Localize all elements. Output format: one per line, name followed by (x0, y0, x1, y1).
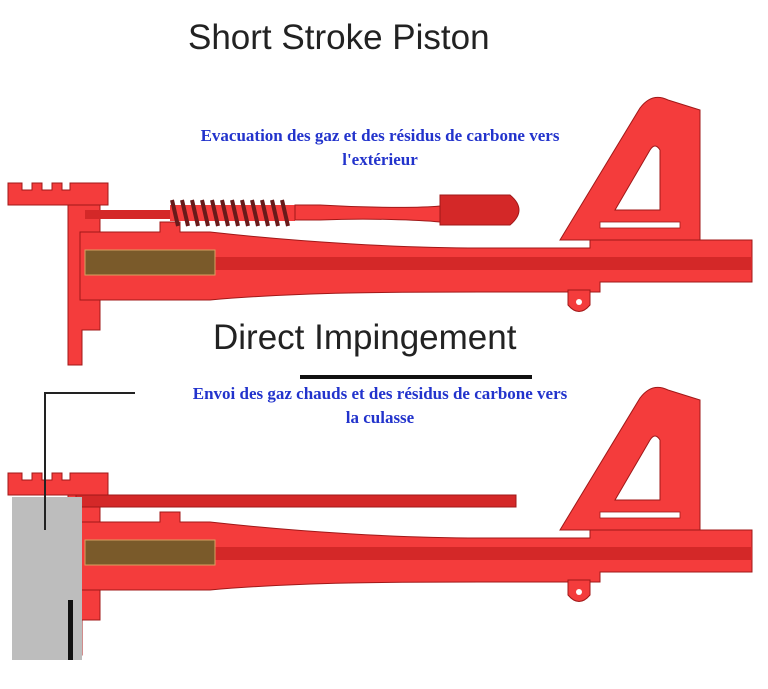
cartridge-case (84, 249, 216, 276)
caption-line: Evacuation des gaz et des résidus de car… (200, 126, 560, 145)
caption-impingement: Envoi des gaz chauds et des résidus de c… (140, 382, 620, 430)
gas-tube (75, 494, 517, 508)
cartridge-case (84, 539, 216, 566)
caption-piston: Evacuation des gaz et des résidus de car… (140, 124, 620, 172)
bolt-edge (68, 600, 73, 660)
piston-head (439, 194, 520, 226)
spring (170, 199, 295, 227)
op-rod (85, 210, 175, 219)
caption-line: Envoi des gaz chauds et des résidus de c… (192, 384, 568, 403)
caption-line: l'extérieur (342, 150, 418, 169)
short-stroke-piston-diagram (7, 96, 753, 366)
title-underline (300, 375, 532, 379)
callout-line (44, 392, 135, 530)
caption-line: la culasse (345, 408, 415, 427)
title-direct-impingement: Direct Impingement (213, 318, 517, 357)
title-short-stroke-piston: Short Stroke Piston (188, 18, 490, 57)
piston-rod (294, 204, 441, 223)
